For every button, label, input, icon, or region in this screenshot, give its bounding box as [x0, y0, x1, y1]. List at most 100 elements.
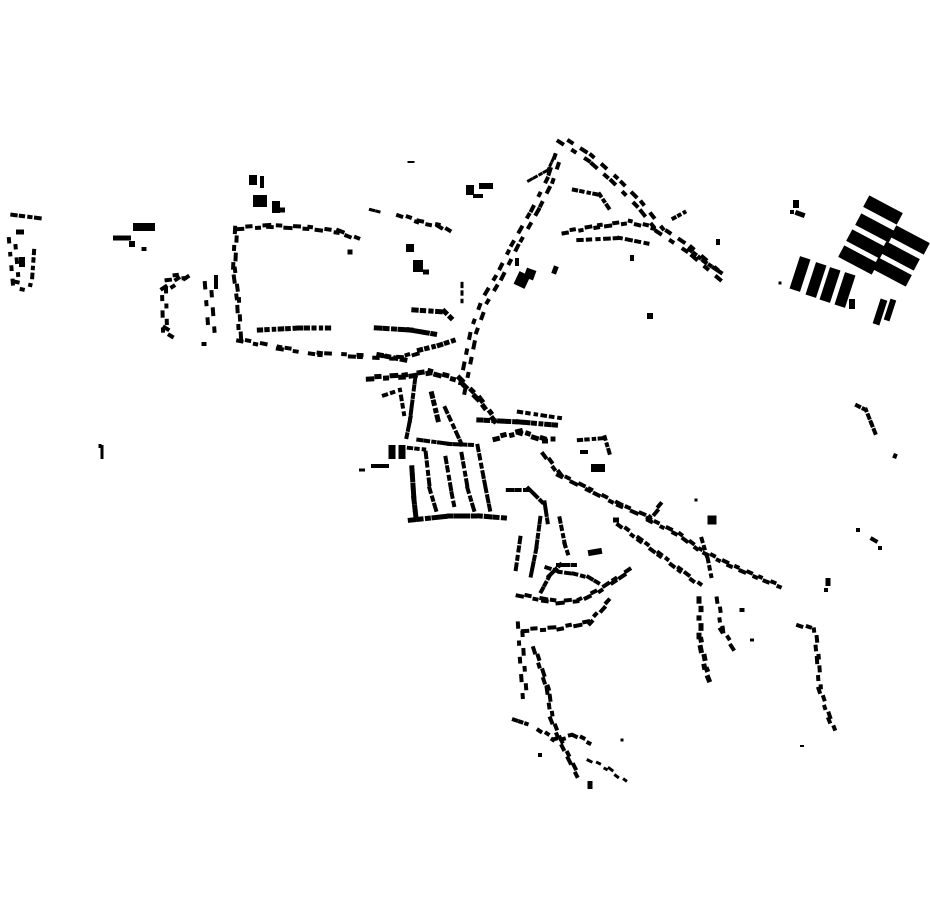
building: [442, 405, 450, 415]
building: [292, 325, 298, 331]
building: [181, 273, 191, 282]
building: [814, 634, 820, 643]
building: [631, 200, 640, 209]
building: [706, 262, 714, 269]
building: [702, 264, 711, 272]
building: [650, 226, 657, 232]
building: [292, 224, 302, 229]
building: [476, 302, 483, 311]
building: [540, 451, 549, 461]
building: [638, 208, 648, 218]
building: [584, 224, 593, 230]
building: [412, 504, 418, 512]
building: [236, 297, 242, 303]
building: [537, 515, 543, 525]
building: [805, 262, 827, 298]
building: [473, 194, 483, 198]
building: [564, 750, 572, 758]
building: [406, 244, 414, 252]
building: [412, 375, 418, 385]
building: [515, 419, 525, 425]
building: [602, 434, 608, 442]
building: [536, 524, 542, 532]
building: [397, 387, 403, 393]
building: [739, 608, 745, 612]
building: [416, 346, 424, 354]
building: [446, 513, 454, 519]
building: [410, 482, 416, 490]
building: [446, 414, 454, 423]
building: [834, 272, 856, 308]
building: [284, 345, 292, 351]
building: [318, 325, 324, 331]
building: [663, 555, 671, 563]
building: [483, 417, 491, 424]
building: [231, 274, 237, 284]
building: [596, 222, 603, 228]
building: [630, 255, 634, 261]
building: [465, 371, 471, 379]
building: [511, 717, 519, 723]
building: [416, 218, 425, 224]
building: [863, 407, 869, 413]
building: [524, 211, 532, 220]
building: [586, 190, 592, 196]
building: [585, 574, 595, 582]
building: [525, 485, 535, 495]
building: [249, 175, 257, 185]
building: [359, 468, 365, 472]
building: [623, 525, 631, 533]
building: [470, 513, 478, 519]
building: [463, 477, 470, 488]
building: [428, 308, 434, 314]
building: [514, 488, 522, 492]
building: [389, 372, 399, 379]
building: [638, 199, 646, 207]
building: [637, 510, 647, 518]
building: [559, 736, 567, 742]
building: [664, 524, 674, 533]
building: [601, 580, 611, 589]
building: [479, 183, 493, 189]
building: [555, 600, 565, 606]
building: [647, 546, 657, 555]
building: [651, 507, 661, 518]
building: [535, 727, 544, 735]
building: [697, 546, 704, 552]
building: [717, 606, 723, 614]
building: [528, 204, 536, 214]
building: [277, 326, 285, 332]
building: [15, 272, 21, 278]
building: [544, 685, 550, 695]
building: [659, 224, 666, 232]
building: [757, 574, 764, 580]
building: [389, 389, 396, 396]
building: [256, 327, 264, 333]
building: [450, 422, 457, 430]
building: [373, 325, 383, 331]
building: [347, 249, 353, 255]
building: [580, 450, 588, 454]
building: [548, 161, 553, 168]
building: [623, 566, 633, 575]
building: [658, 524, 666, 531]
building: [599, 162, 609, 171]
building: [610, 575, 619, 583]
building: [878, 546, 882, 550]
building: [616, 235, 624, 241]
building: [98, 444, 102, 448]
building: [469, 502, 477, 513]
building: [547, 693, 553, 703]
building: [441, 371, 450, 379]
building: [715, 557, 722, 564]
building: [536, 190, 543, 198]
building: [571, 187, 579, 193]
building: [794, 209, 806, 219]
building: [292, 348, 299, 354]
building: [652, 519, 661, 526]
building: [871, 427, 878, 436]
building: [172, 272, 180, 278]
building: [423, 345, 431, 352]
building: [728, 642, 736, 652]
building: [555, 138, 565, 147]
